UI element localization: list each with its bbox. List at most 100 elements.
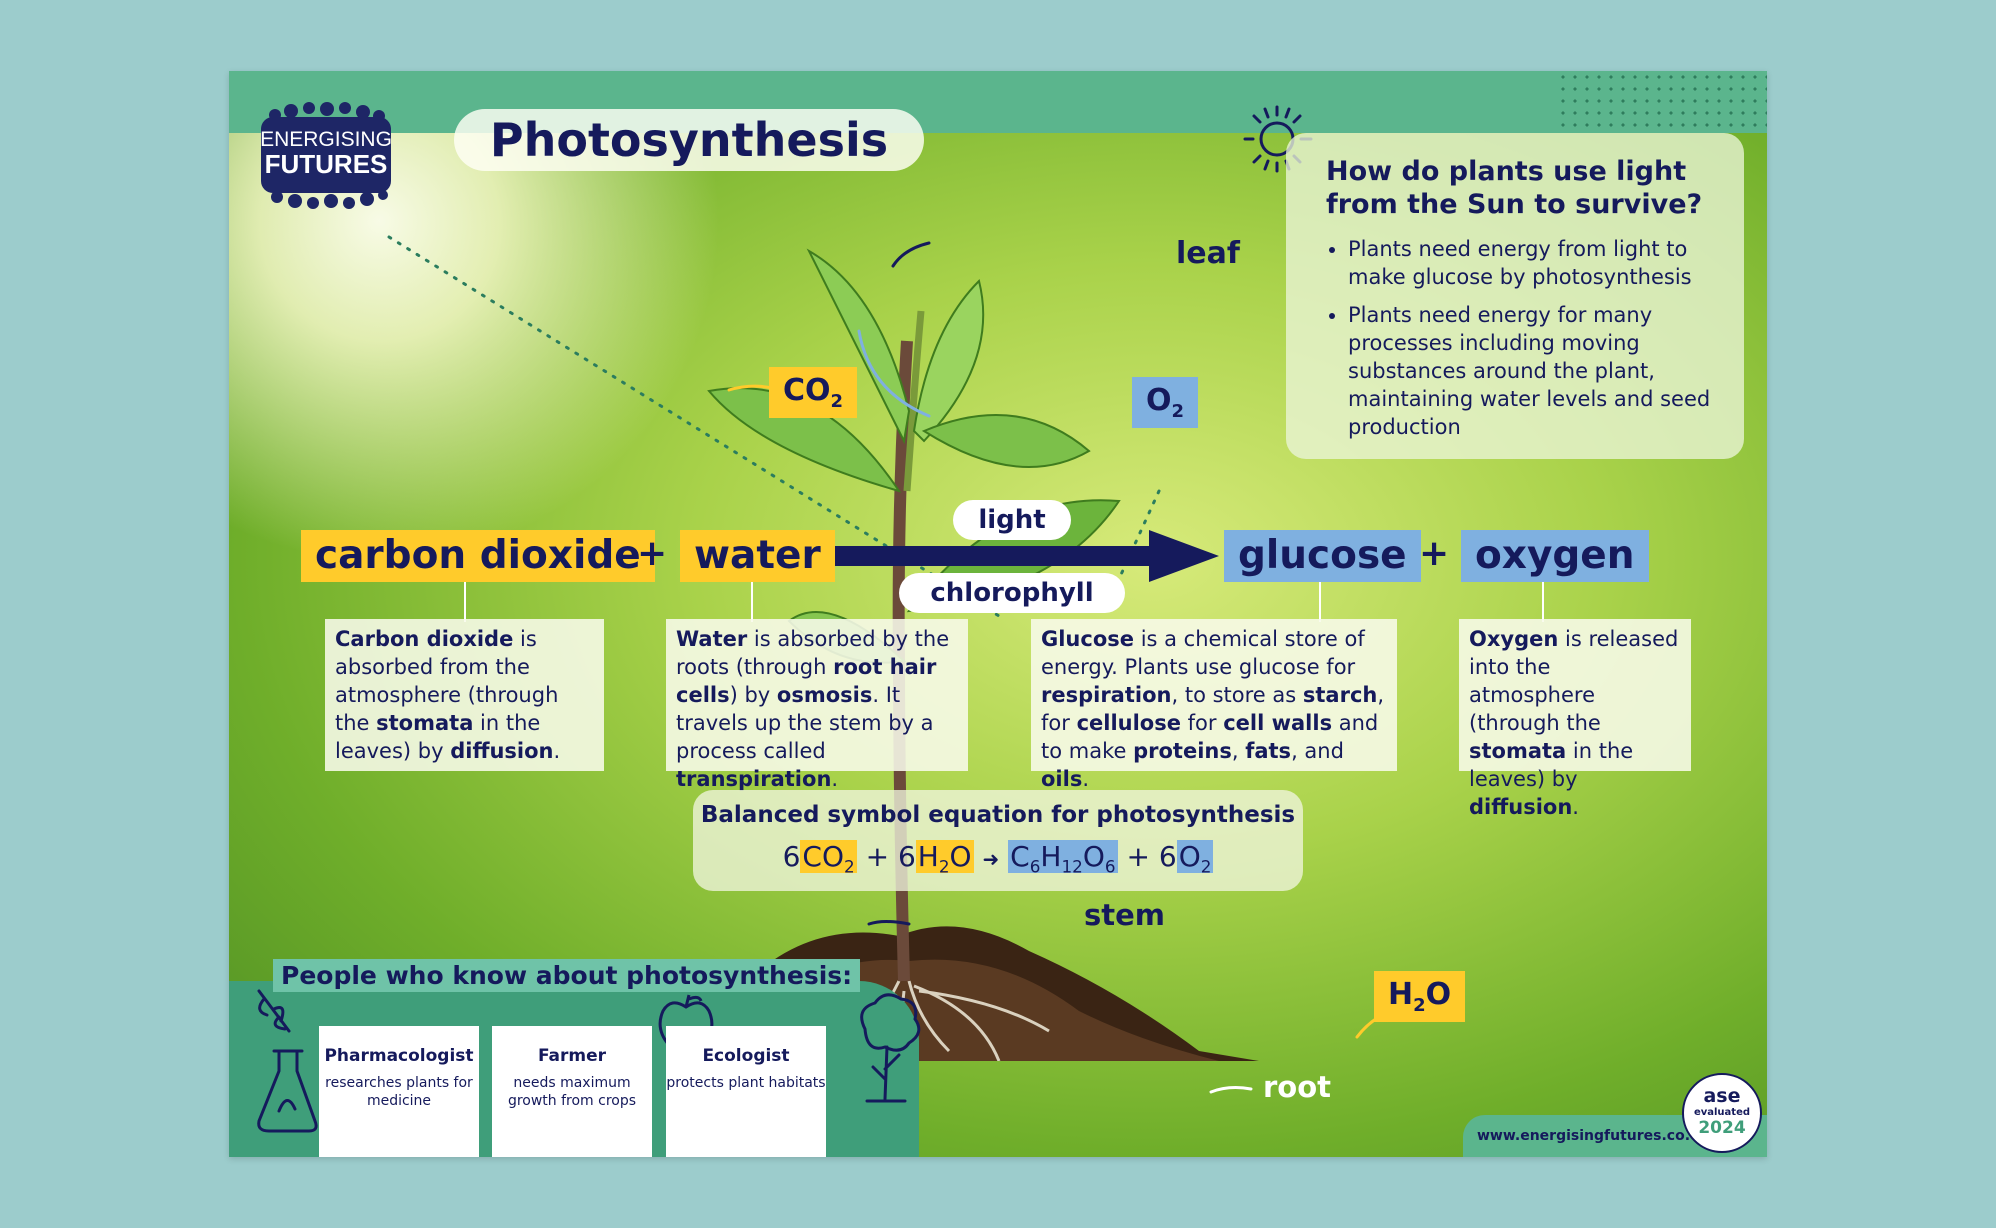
plus-sign: + <box>1419 533 1450 574</box>
subscript: 6 <box>1029 856 1041 877</box>
info-bullet: Plants need energy from light to make gl… <box>1348 235 1714 291</box>
info-box: How do plants use light from the Sun to … <box>1286 133 1744 459</box>
photosynthesis-poster: ENERGISING FUTURES Photosynthesis How do… <box>229 71 1767 1157</box>
formula-part: H <box>1040 840 1062 873</box>
desc-bold: osmosis <box>776 683 873 707</box>
dot-pattern <box>1557 71 1767 133</box>
oxygen-box: oxygen <box>1461 530 1649 582</box>
leaf-flask-icon <box>257 989 318 1133</box>
coefficient: 6 <box>782 840 801 873</box>
symbol-equation-box: Balanced symbol equation for photosynthe… <box>693 790 1303 891</box>
career-description: protects plant habitats <box>666 1075 826 1091</box>
stem-label: stem <box>1084 898 1166 932</box>
light-pill: light <box>953 500 1071 540</box>
ase-evaluated-badge: ase evaluated 2024 <box>1682 1073 1762 1153</box>
desc-bold: cell walls <box>1223 711 1333 735</box>
h2o-formula: H2O <box>915 840 974 877</box>
desc-bold: proteins <box>1133 739 1232 763</box>
glucose-description: Glucose is a chemical store of energy. P… <box>1031 619 1397 791</box>
plus-sign: + <box>637 533 668 574</box>
co2-description: Carbon dioxide is absorbed from the atmo… <box>325 619 604 771</box>
coefficient: 6 <box>897 840 916 873</box>
formula-part: H <box>917 840 939 873</box>
desc-text: ) by <box>729 683 777 707</box>
title-pill: Photosynthesis <box>454 109 924 171</box>
desc-text: , to store as <box>1171 683 1303 707</box>
co2-label: CO2 <box>769 367 858 418</box>
desc-bold: starch <box>1302 683 1378 707</box>
subscript: 2 <box>938 856 950 877</box>
desc-bold: oils <box>1041 767 1083 791</box>
desc-text: is absorbed by the roots (through <box>676 627 950 679</box>
badge-year: 2024 <box>1698 1118 1746 1138</box>
plus-sign: + <box>865 840 890 873</box>
career-name: Pharmacologist <box>324 1046 474 1066</box>
o2-formula: O2 <box>1176 840 1214 877</box>
leaf-label: leaf <box>1176 236 1240 271</box>
o2-main: O <box>1146 383 1172 418</box>
formula-part: CO <box>802 840 844 873</box>
desc-text: . <box>831 767 839 791</box>
desc-text: , and <box>1291 739 1344 763</box>
desc-text: . It travels up the stem by a process ca… <box>676 683 934 763</box>
reaction-arrow <box>835 530 1219 582</box>
connector-line <box>464 582 466 622</box>
water-description: Water is absorbed by the roots (through … <box>666 619 968 791</box>
root-label: root <box>1263 1070 1332 1104</box>
plus-sign: + <box>1126 840 1150 873</box>
desc-text: , for <box>1041 683 1385 735</box>
co2-main: CO <box>783 373 831 408</box>
h2o-label: H2O <box>1374 971 1466 1022</box>
coefficient: 6 <box>1158 840 1177 873</box>
desc-bold: root hair cells <box>676 655 937 707</box>
desc-bold: stomata <box>1469 739 1567 763</box>
desc-text: . <box>553 739 561 763</box>
desc-bold: Water <box>676 627 748 651</box>
career-name: Ecologist <box>702 1046 790 1066</box>
desc-bold: fats <box>1245 739 1292 763</box>
glucose-formula: C6H12O6 <box>1008 840 1118 877</box>
desc-bold: cellulose <box>1076 711 1181 735</box>
logo-text-line1: ENERGISING <box>260 128 392 151</box>
desc-text: . <box>1082 767 1090 791</box>
h2o-o: O <box>1425 977 1452 1012</box>
desc-bold: respiration <box>1041 683 1172 707</box>
carbon-dioxide-box: carbon dioxide <box>301 530 655 582</box>
desc-text: is a chemical store of energy. Plants us… <box>1041 627 1365 679</box>
connector-line <box>1542 582 1544 622</box>
desc-bold: Glucose <box>1041 627 1135 651</box>
equation-arrow: ➜ <box>982 847 1000 871</box>
tree-icon <box>860 993 921 1103</box>
info-heading: How do plants use light from the Sun to … <box>1326 156 1703 220</box>
connector-line <box>1319 582 1321 622</box>
water-box: water <box>680 530 835 582</box>
desc-bold: diffusion <box>1469 795 1573 819</box>
chlorophyll-pill: chlorophyll <box>899 573 1125 613</box>
h2o-h: H <box>1388 977 1414 1012</box>
desc-bold: stomata <box>376 711 474 735</box>
formula-part: O <box>1082 840 1105 873</box>
desc-text: in the leaves) by <box>335 711 541 763</box>
o2-sub: 2 <box>1171 401 1185 422</box>
career-description: needs maximum growth from crops <box>507 1075 637 1109</box>
badge-evaluated-text: evaluated <box>1693 1107 1751 1118</box>
page-title: Photosynthesis <box>489 113 889 167</box>
h2o-sub: 2 <box>1413 995 1426 1016</box>
info-bullets: Plants need energy from light to make gl… <box>1326 235 1714 441</box>
formula-part: C <box>1010 840 1030 873</box>
desc-bold: transpiration <box>676 767 832 791</box>
desc-text: is absorbed from the atmosphere (through… <box>335 627 559 735</box>
symbol-equation-title: Balanced symbol equation for photosynthe… <box>700 802 1296 828</box>
subscript: 2 <box>844 856 855 877</box>
co2-formula: CO2 <box>800 840 857 877</box>
oxygen-description: Oxygen is released into the atmosphere (… <box>1459 619 1691 819</box>
desc-bold: Oxygen <box>1469 627 1559 651</box>
glucose-box: glucose <box>1224 530 1421 582</box>
badge-logo-text: ase <box>1703 1085 1741 1107</box>
people-title: People who know about photosynthesis: <box>273 959 861 992</box>
desc-text: and to make <box>1041 711 1379 763</box>
desc-text: . <box>1572 795 1579 819</box>
desc-text: for <box>1180 711 1224 735</box>
desc-text: in the leaves) by <box>1469 739 1634 791</box>
desc-bold: diffusion <box>450 739 554 763</box>
